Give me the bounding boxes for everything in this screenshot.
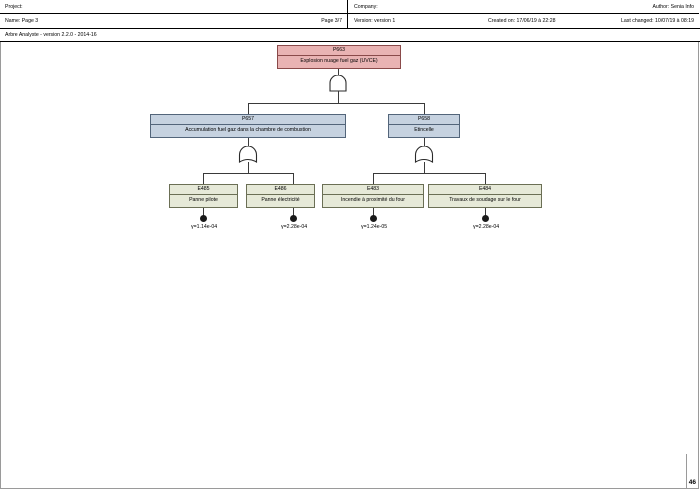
header-meta-row: Version: version 1 Created on: 17/06/19 …	[348, 14, 699, 28]
node-id: P657	[151, 115, 345, 125]
header-company-row: Company: Author: Senia Info	[348, 0, 699, 14]
page-number-label: 46	[688, 479, 696, 486]
probability-label-e486: γ=2.28e-04	[281, 224, 308, 230]
basic-event-marker-e484	[482, 215, 489, 222]
basic-event-marker-e486	[290, 215, 297, 222]
connector-gate-to-bus-left	[248, 162, 249, 173]
version-label: Version: version 1	[354, 18, 396, 24]
fault-tree-node-p658[interactable]: P658 Etincelle	[388, 114, 460, 138]
and-gate-p663[interactable]	[327, 75, 349, 93]
author-label: Author: Senia Info	[652, 4, 694, 10]
connector-bus-to-p658	[424, 103, 425, 114]
node-id: E484	[429, 185, 541, 195]
fault-tree-node-p663[interactable]: P663 Explosion nuage fuel gaz (UVCE)	[277, 45, 401, 69]
node-description: Accumulation fuel gaz dans la chambre de…	[185, 127, 311, 134]
node-description: Incendie à proximité du four	[340, 197, 405, 204]
connector-bus-to-p657	[248, 103, 249, 114]
app-version-strip: Arbre Analyste - version 2.2.0 - 2014-16	[0, 28, 700, 42]
connector-bus-top	[248, 103, 425, 104]
fault-tree-canvas[interactable]: P663 Explosion nuage fuel gaz (UVCE) P65…	[0, 42, 699, 489]
connector-p658-to-gate	[424, 138, 425, 146]
or-gate-p658[interactable]	[413, 146, 435, 164]
connector-bus-to-e484	[485, 173, 486, 184]
connector-e486-to-bullet	[293, 208, 294, 216]
probability-label-e483: γ=1.24e-05	[361, 224, 388, 230]
fault-tree-node-e486[interactable]: E486 Panne électricité	[246, 184, 315, 208]
node-id: E486	[247, 185, 314, 195]
node-description: Etincelle	[414, 127, 434, 134]
connector-bus-to-e486	[293, 173, 294, 184]
fault-tree-node-e483[interactable]: E483 Incendie à proximité du four	[322, 184, 424, 208]
app-version-label: Arbre Analyste - version 2.2.0 - 2014-16	[5, 32, 97, 38]
last-changed-label: Last changed: 10/07/19 à 08:19	[621, 18, 694, 24]
node-description: Panne pilote	[189, 197, 218, 204]
fault-tree-node-e484[interactable]: E484 Travaux de soudage sur le four	[428, 184, 542, 208]
project-label: Project:	[5, 4, 23, 10]
company-label: Company:	[354, 4, 378, 10]
node-description: Panne électricité	[261, 197, 300, 204]
fault-tree-node-e485[interactable]: E485 Panne pilote	[169, 184, 238, 208]
connector-bus-right	[373, 173, 485, 174]
node-description: Travaux de soudage sur le four	[449, 197, 521, 204]
node-description: Explosion nuage fuel gaz (UVCE)	[300, 58, 378, 65]
connector-e483-to-bullet	[373, 208, 374, 216]
node-id: E485	[170, 185, 237, 195]
header-left-column: Project: Name: Page 3 Page 3/7	[0, 0, 348, 28]
document-header: Project: Name: Page 3 Page 3/7 Company: …	[0, 0, 700, 29]
connector-bus-left	[203, 173, 294, 174]
node-id: P658	[389, 115, 459, 125]
basic-event-marker-e483	[370, 215, 377, 222]
document-name-label: Name: Page 3	[5, 18, 39, 24]
created-on-label: Created on: 17/06/19 à 22:28	[488, 18, 556, 24]
probability-label-e484: γ=2.28e-04	[473, 224, 500, 230]
node-id: P663	[278, 46, 400, 56]
connector-gate-to-bus-right	[424, 162, 425, 173]
header-project-row: Project:	[0, 0, 347, 14]
node-id: E483	[323, 185, 423, 195]
page-indicator-label: Page 3/7	[321, 18, 342, 24]
connector-bus-to-e483	[373, 173, 374, 184]
header-name-row: Name: Page 3 Page 3/7	[0, 14, 347, 28]
or-gate-p657[interactable]	[237, 146, 259, 164]
connector-bus-to-e485	[203, 173, 204, 184]
basic-event-marker-e485	[200, 215, 207, 222]
probability-label-e485: γ=1.14e-04	[191, 224, 218, 230]
connector-p663-to-gate	[338, 69, 339, 75]
connector-gate-to-bus-top	[338, 91, 339, 103]
connector-p657-to-gate	[248, 138, 249, 146]
fault-tree-node-p657[interactable]: P657 Accumulation fuel gaz dans la chamb…	[150, 114, 346, 138]
header-right-column: Company: Author: Senia Info Version: ver…	[348, 0, 699, 28]
connector-e484-to-bullet	[485, 208, 486, 216]
connector-e485-to-bullet	[203, 208, 204, 216]
page-number-divider	[686, 454, 687, 488]
